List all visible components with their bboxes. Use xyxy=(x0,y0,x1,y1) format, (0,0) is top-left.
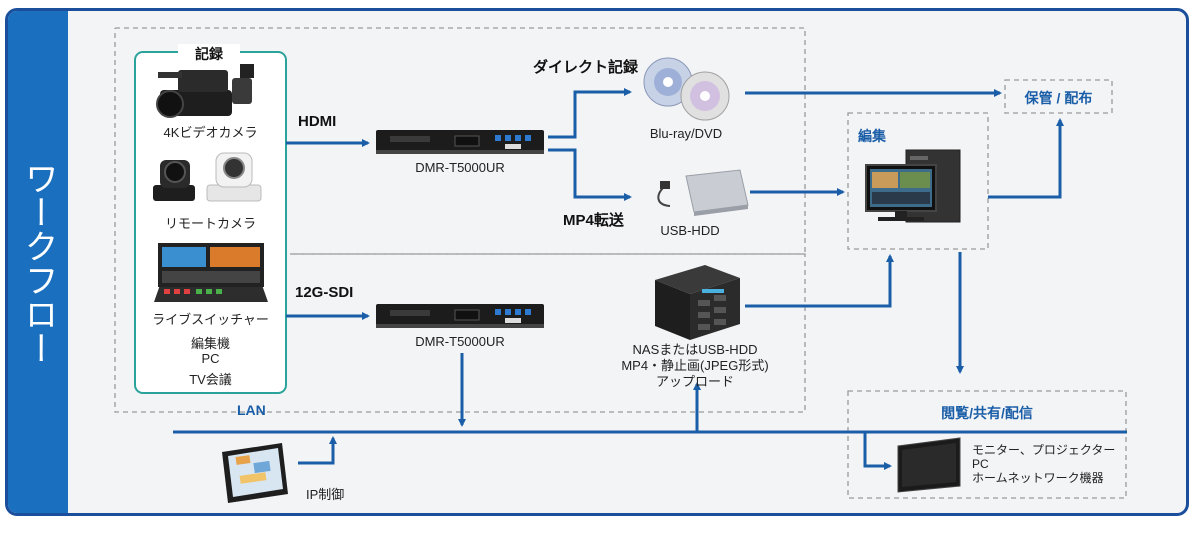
tablet-icon xyxy=(222,443,288,503)
remote-camera-black-icon xyxy=(153,160,195,201)
camera-4k-icon xyxy=(156,64,254,118)
edit-workstation-icon xyxy=(865,149,961,223)
edit-group-title: 編集 xyxy=(858,128,886,144)
arrow-lan-display xyxy=(863,432,892,470)
arrow-nas-edit xyxy=(745,254,894,308)
lan-label: LAN xyxy=(237,402,266,418)
recorder-top-label: DMR-T5000UR xyxy=(415,160,505,175)
other-source-tv-conf: TV会議 xyxy=(189,372,232,387)
recording-group-title: 記録 xyxy=(195,46,223,62)
ip-control-label: IP制御 xyxy=(306,487,345,502)
usb-hdd-label: USB-HDD xyxy=(660,223,720,238)
arrow-direct xyxy=(548,88,632,139)
nas-label-line3: アップロード xyxy=(655,374,734,389)
display-label-line2: PC xyxy=(972,457,989,471)
bluray-dvd-icon xyxy=(643,57,730,121)
display-label-line3: ホームネットワーク機器 xyxy=(972,471,1104,485)
switcher-label: ライブスイッチャー xyxy=(152,312,269,327)
share-group-title: 閲覧/共有/配信 xyxy=(941,405,1033,421)
nas-icon xyxy=(655,265,740,340)
sidebar-title: ワークフロー xyxy=(18,161,58,365)
live-switcher-icon xyxy=(154,243,268,302)
bluray-label: Blu-ray/DVD xyxy=(649,126,723,141)
arrow-edit-storage xyxy=(988,118,1064,199)
edit-group-box xyxy=(847,112,989,250)
nas-label-line2: MP4・静止画(JPEG形式) xyxy=(621,358,769,373)
nas-label-line1: NASまたはUSB-HDD xyxy=(632,342,758,357)
display-label-line1: モニター、プロジェクター xyxy=(972,443,1116,457)
hdmi-label: HDMI xyxy=(298,113,337,130)
recorder-bottom-label: DMR-T5000UR xyxy=(415,334,505,349)
camera-4k-label: 4Kビデオカメラ xyxy=(163,125,258,140)
region-upper-dashed xyxy=(115,27,806,255)
direct-record-label: ダイレクト記録 xyxy=(533,59,639,76)
other-source-pc: PC xyxy=(201,351,220,366)
storage-group-title: 保管 / 配布 xyxy=(1024,90,1093,106)
recorder-bottom-icon xyxy=(376,304,544,328)
storage-group-box xyxy=(1004,79,1113,114)
share-group-box xyxy=(847,390,1127,499)
recorder-top-icon xyxy=(376,130,544,154)
usb-hdd-icon xyxy=(657,169,749,216)
region-lower-dashed xyxy=(114,28,806,413)
sidebar: ワークフロー xyxy=(8,11,68,513)
other-source-editor: 編集機 xyxy=(190,336,230,351)
remote-camera-white-icon xyxy=(206,152,262,202)
display-monitor-icon xyxy=(897,437,961,493)
arrow-mp4 xyxy=(548,148,632,201)
remote-camera-label: リモートカメラ xyxy=(164,216,256,231)
sdi-label: 12G-SDI xyxy=(295,284,354,301)
arrow-tablet-lan xyxy=(298,436,337,465)
mp4-transfer-label: MP4転送 xyxy=(563,212,624,229)
